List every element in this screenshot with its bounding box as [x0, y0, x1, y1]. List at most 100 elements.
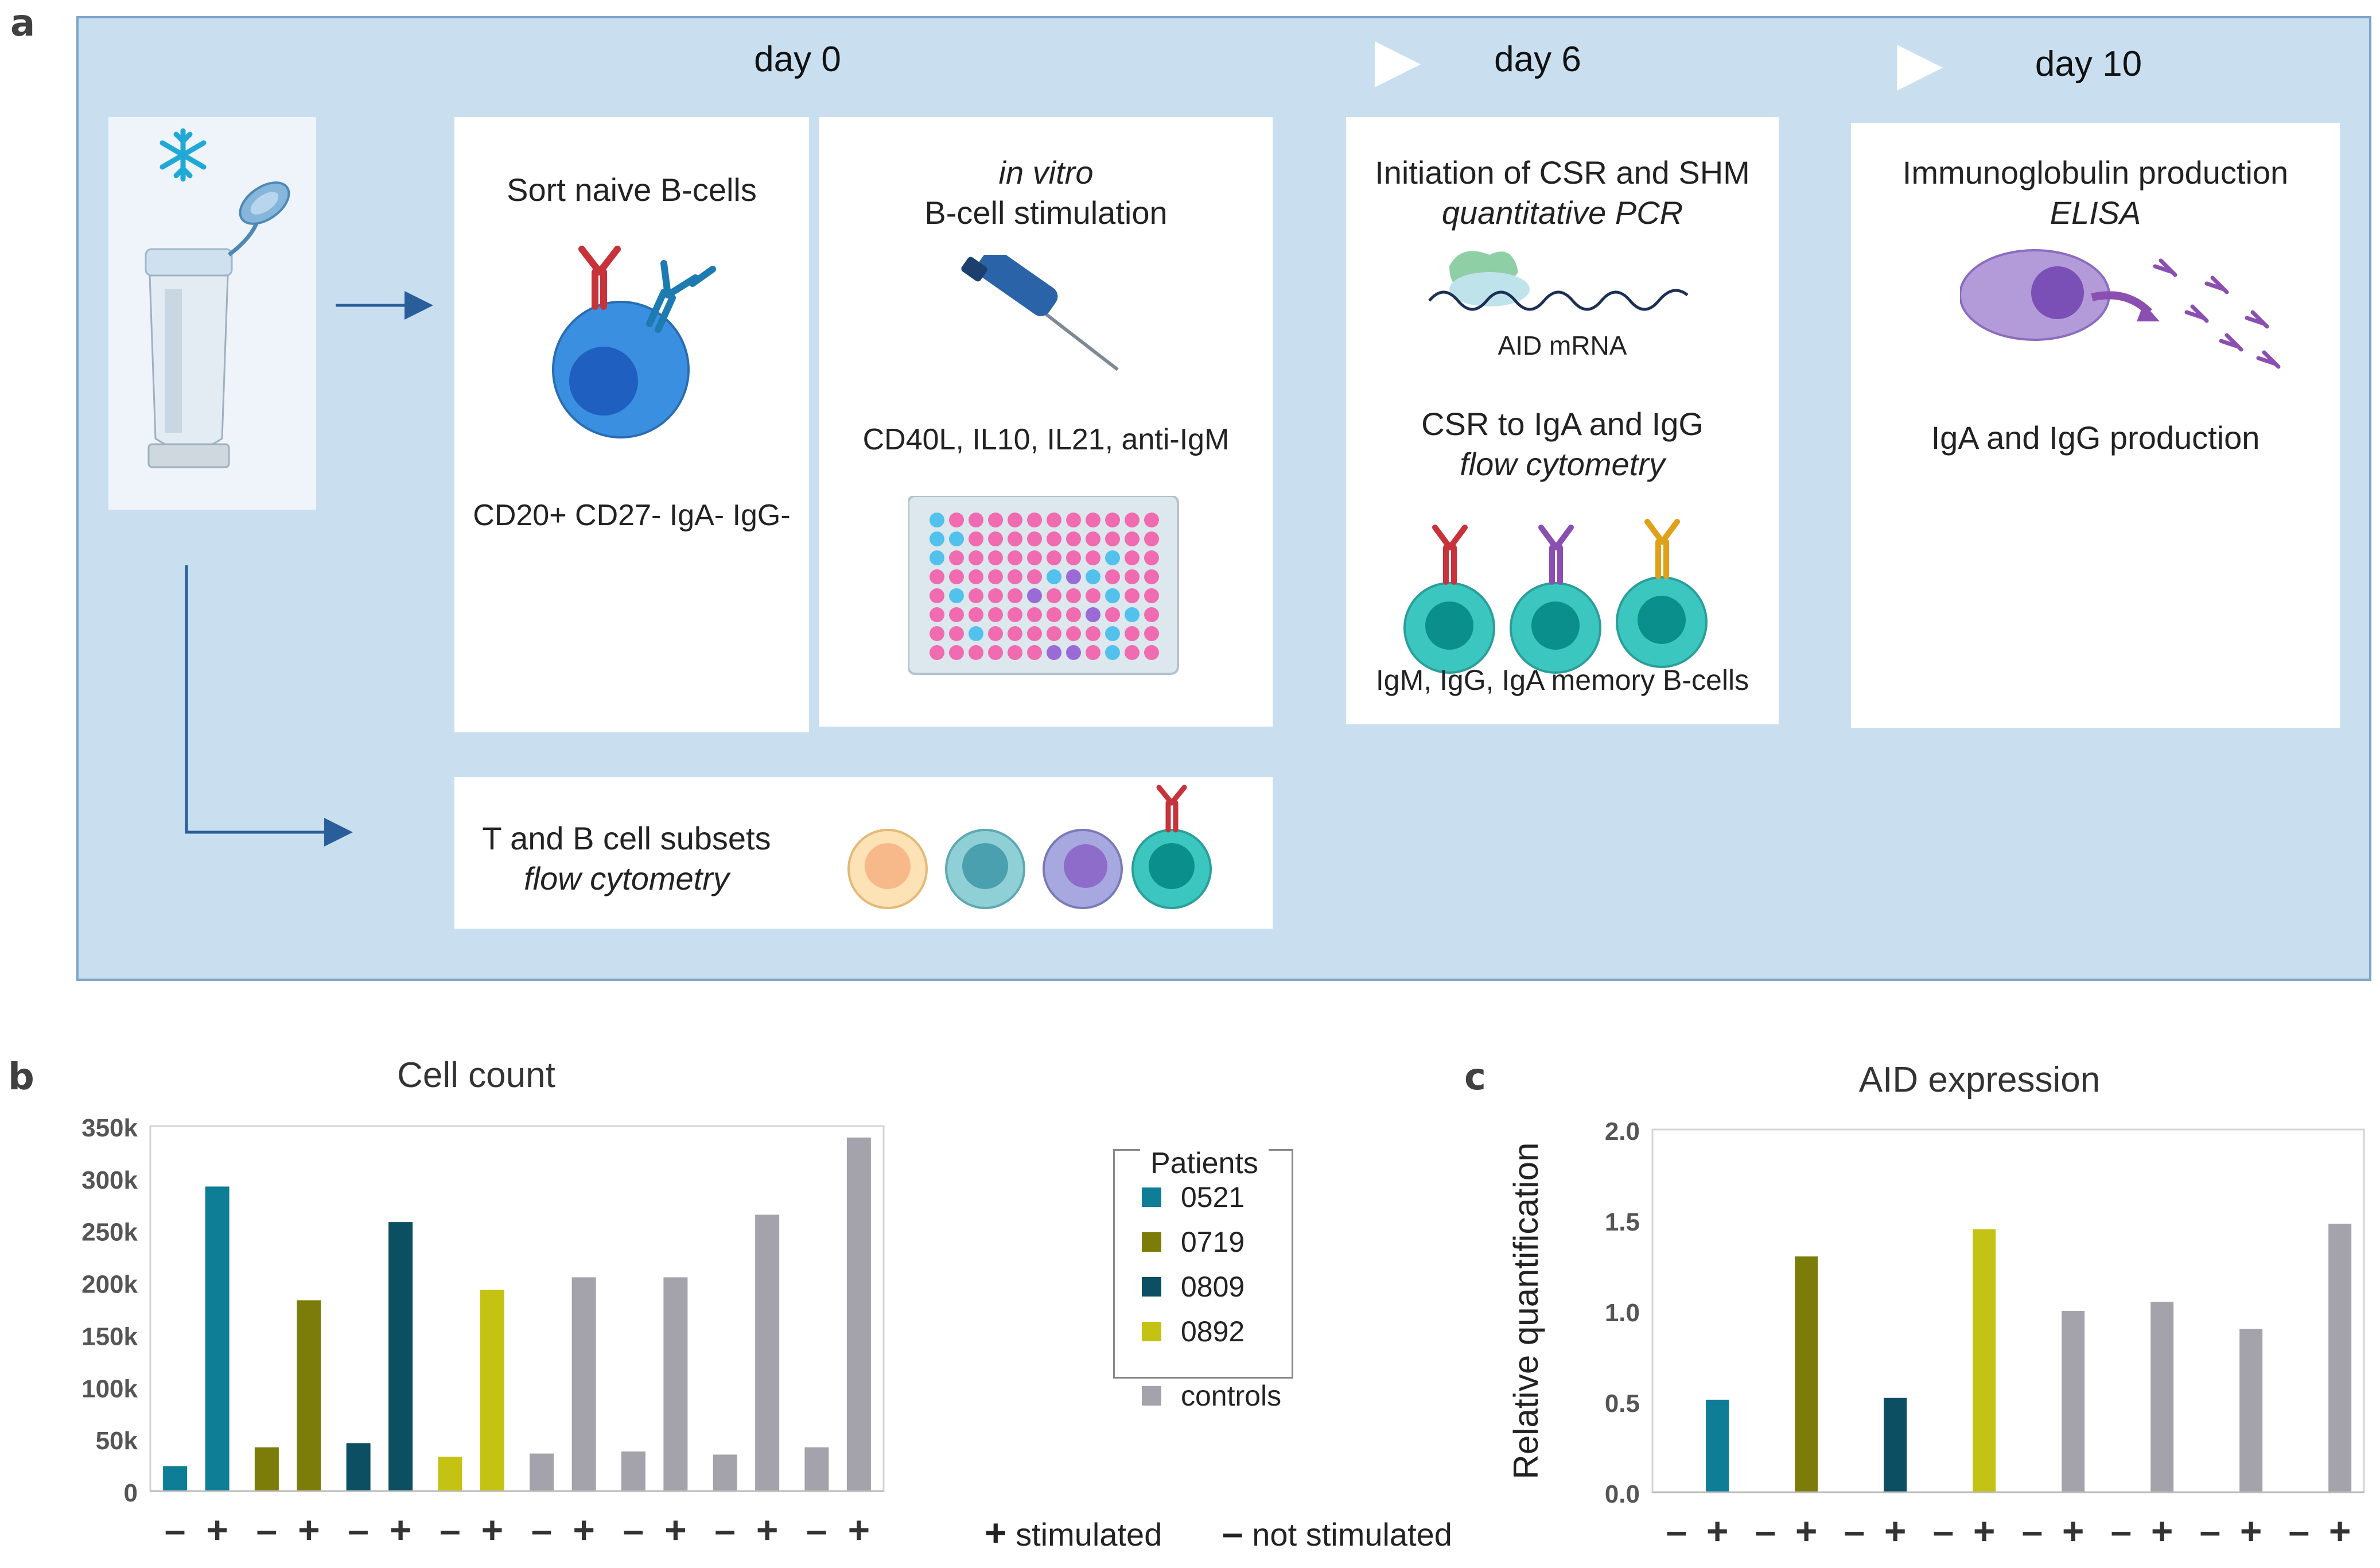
day10-card-title: Immunoglobulin production: [1902, 154, 2289, 191]
legend-label: 0809: [1181, 1271, 1245, 1303]
minus-tick-label: –: [2021, 1509, 2043, 1552]
well: [1066, 626, 1081, 641]
well: [949, 626, 964, 641]
bar-0809-unstim: [346, 1443, 371, 1491]
t-b-cell-subsets-card: T and B cell subsets flow cytometry: [454, 777, 1273, 929]
well: [1066, 550, 1081, 565]
well: [1027, 588, 1042, 603]
cell-count-chart-title: Cell count: [397, 1055, 555, 1095]
stim-card-title-italic: in vitro: [998, 154, 1094, 191]
well: [1047, 513, 1061, 527]
legend-swatch: [1142, 1187, 1161, 1207]
bar-0521-stim: [1706, 1399, 1729, 1492]
not-stimulated-legend: – not stimulated: [1222, 1511, 1452, 1554]
well: [1125, 607, 1140, 622]
minus-tick-label: –: [623, 1508, 644, 1551]
well: [1008, 569, 1022, 584]
bar-control-stim: [663, 1277, 688, 1491]
plus-tick-label: +: [390, 1508, 412, 1551]
well: [1027, 569, 1042, 584]
well: [949, 588, 964, 603]
bar-0809-stim: [388, 1222, 413, 1491]
plus-tick-label: +: [2240, 1509, 2262, 1552]
bar-control-unstim: [621, 1451, 645, 1491]
legend-item-0521: 0521: [1142, 1180, 1245, 1214]
well: [949, 513, 964, 527]
well: [1008, 588, 1022, 603]
plus-tick-label: +: [664, 1508, 687, 1551]
well: [969, 513, 983, 527]
legend-item-controls: controls: [1142, 1379, 1281, 1413]
minus-tick-label: –: [2288, 1509, 2309, 1552]
well: [930, 569, 944, 584]
well: [1027, 607, 1042, 622]
well: [988, 645, 1003, 660]
y-axis-label: Relative quantification: [1507, 1142, 1545, 1479]
well: [1086, 607, 1100, 622]
b-cell-teal-icon: [945, 829, 1025, 909]
plus-tick-label: +: [1884, 1509, 1907, 1552]
legend-label: controls: [1181, 1380, 1282, 1412]
legend-item-0892: 0892: [1142, 1314, 1245, 1349]
well: [988, 550, 1003, 565]
sort-card-title: Sort naive B-cells: [507, 172, 757, 208]
y-tick-label: 50k: [96, 1427, 138, 1455]
bar-control-stim: [755, 1214, 780, 1491]
well: [988, 513, 1003, 527]
well: [1008, 645, 1022, 660]
well: [930, 607, 944, 622]
well: [1066, 569, 1081, 584]
plus-tick-label: +: [1795, 1509, 1818, 1552]
well: [1008, 626, 1022, 641]
well: [930, 550, 944, 565]
bar-0521-stim: [205, 1186, 230, 1491]
y-tick-label: 250k: [81, 1218, 138, 1247]
aid-expression-chart-title: AID expression: [1858, 1060, 2101, 1100]
well: [969, 626, 983, 641]
plus-tick-label: +: [2151, 1509, 2173, 1552]
well: [988, 531, 1003, 546]
well: [988, 626, 1003, 641]
well: [1066, 513, 1081, 527]
well: [1144, 531, 1159, 546]
plus-tick-label: +: [573, 1508, 595, 1551]
day-10-label: day 10: [2035, 44, 2142, 84]
well: [1047, 588, 1061, 603]
well: [1086, 531, 1100, 546]
plus-tick-label: +: [1706, 1509, 1729, 1552]
stimulated-legend: + stimulated: [985, 1511, 1162, 1554]
memory-b-cells-icons: [1403, 519, 1708, 674]
well: [1027, 531, 1042, 546]
bar-control-stim: [2328, 1224, 2352, 1492]
snowflake-icon: [160, 128, 207, 182]
well: [1047, 626, 1061, 641]
legend-swatch: [1142, 1322, 1161, 1341]
aid-mrna-label: AID mRNA: [1498, 331, 1627, 360]
aid-expression-chart: 0.00.51.01.52.0–+–+–+–+–+–+–+–+Relative …: [1507, 1117, 2365, 1552]
minus-tick-label: –: [806, 1508, 827, 1551]
well: [969, 569, 983, 584]
bar-0719-stim: [1795, 1256, 1818, 1492]
bar-0719-stim: [297, 1300, 321, 1491]
minus-symbol: –: [1222, 1511, 1243, 1554]
igg-memory-cell-icon: [1510, 525, 1601, 674]
well: [969, 550, 983, 565]
well: [1105, 626, 1120, 641]
well: [949, 531, 964, 546]
day-6-label: day 6: [1494, 40, 1581, 79]
timeline-arrows: [185, 41, 1943, 847]
day6-card-method-qpcr: quantitative PCR: [1441, 195, 1683, 231]
plus-tick-label: +: [1973, 1509, 1996, 1552]
naive-b-cell-icon: [552, 246, 716, 438]
well: [969, 531, 983, 546]
cell-count-chart: 050k100k150k200k250k300k350k–+–+–+–+–+–+…: [81, 1114, 885, 1551]
well: [969, 607, 983, 622]
stim-card-title: B-cell stimulation: [924, 195, 1168, 231]
well: [1105, 550, 1120, 565]
minus-tick-label: –: [531, 1508, 553, 1551]
well: [1144, 550, 1159, 565]
subset-card-title: T and B cell subsets: [482, 820, 771, 856]
minus-tick-label: –: [348, 1508, 369, 1551]
well: [930, 645, 944, 660]
